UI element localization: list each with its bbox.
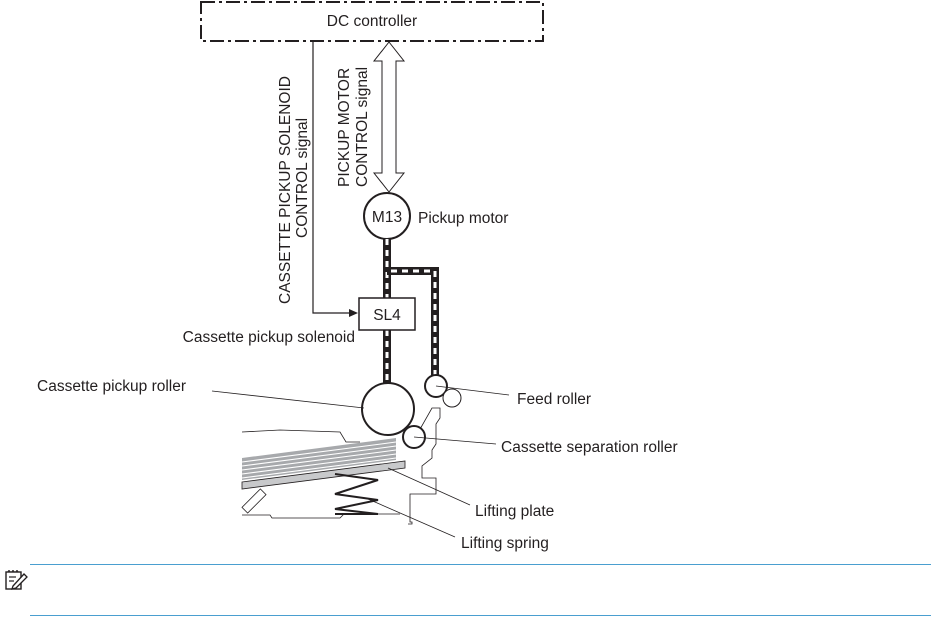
cassette-pickup-roller: Cassette pickup roller <box>37 378 415 436</box>
solenoid-signal-line2: CONTROL signal <box>294 118 311 238</box>
motor-signal-label: PICKUP MOTOR CONTROL signal <box>336 67 371 187</box>
lifting-spring-label: Lifting spring <box>461 535 549 552</box>
note-bottom-rule <box>30 615 931 616</box>
motor-signal-double-arrow <box>372 41 406 193</box>
solenoid-signal-line1: CASSETTE PICKUP SOLENOID <box>277 76 294 304</box>
solenoid-signal-label: CASSETTE PICKUP SOLENOID CONTROL signal <box>277 76 311 304</box>
pickup-motor: M13 Pickup motor <box>363 192 508 240</box>
dc-controller-label: DC controller <box>327 13 417 30</box>
motor-signal-line2: CONTROL signal <box>354 67 371 187</box>
pickup-roller-label: Cassette pickup roller <box>37 378 186 395</box>
feed-roller: Feed roller <box>424 374 591 408</box>
solenoid-id: SL4 <box>373 307 401 324</box>
solenoid-signal-line <box>312 41 358 317</box>
lifting-plate-label: Lifting plate <box>475 503 554 520</box>
feed-roller-label: Feed roller <box>517 391 591 408</box>
pickup-motor-label: Pickup motor <box>418 210 508 227</box>
solenoid-sl4: SL4 Cassette pickup solenoid <box>183 297 416 346</box>
drive-train <box>383 239 439 383</box>
dc-controller-box: DC controller <box>200 1 544 42</box>
lifting-plate: Lifting plate <box>241 460 554 520</box>
pickup-motor-id: M13 <box>372 209 402 226</box>
lift-lever <box>241 488 267 514</box>
note-pencil-icon <box>4 567 28 591</box>
cassette-separation-roller: Cassette separation roller <box>402 425 678 456</box>
note-top-rule <box>30 564 931 565</box>
separation-roller-label: Cassette separation roller <box>501 439 678 456</box>
lifting-spring: Lifting spring <box>334 473 549 552</box>
paper-stack <box>241 438 397 480</box>
motor-signal-line1: PICKUP MOTOR <box>336 68 353 187</box>
solenoid-label: Cassette pickup solenoid <box>183 329 355 346</box>
